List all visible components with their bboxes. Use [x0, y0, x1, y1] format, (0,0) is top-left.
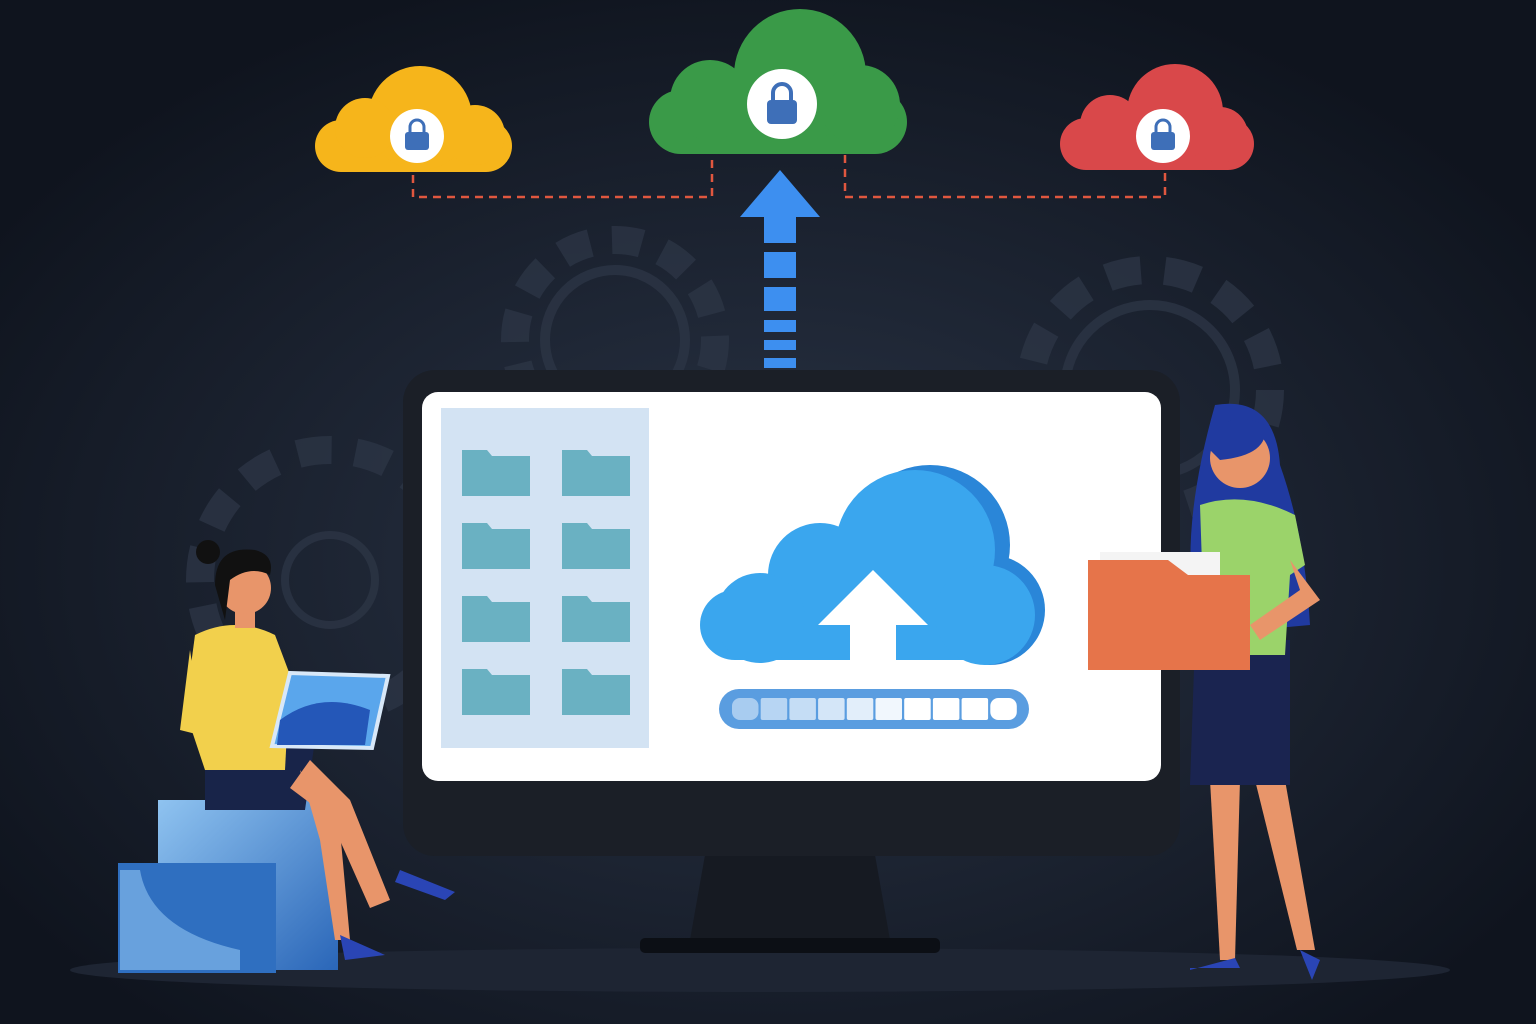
connector-lines — [411, 155, 1167, 199]
cloud-yellow — [315, 66, 512, 172]
progress-segment — [732, 698, 759, 720]
progress-segment — [818, 698, 845, 720]
progress-segment — [846, 698, 874, 720]
cloud-red — [1060, 64, 1254, 170]
folder-icon — [1088, 560, 1250, 670]
progress-segment — [760, 698, 788, 720]
upload-arrow-icon — [818, 570, 928, 662]
folder-icon — [462, 596, 530, 642]
upload-arrow-icon — [740, 170, 820, 368]
person-with-folder — [1088, 403, 1320, 980]
folder-grid — [462, 450, 630, 715]
progress-segment — [932, 698, 960, 720]
cloud-green — [649, 9, 907, 154]
progress-segment — [875, 698, 902, 720]
folder-icon — [562, 450, 630, 496]
folder-icon — [462, 523, 530, 569]
floor — [70, 948, 1450, 992]
lock-icon — [405, 118, 429, 150]
folder-icon — [562, 523, 630, 569]
folder-icon — [562, 596, 630, 642]
lock-icon — [1151, 118, 1175, 150]
person-with-laptop — [118, 540, 455, 973]
folder-icon — [562, 669, 630, 715]
lock-icon — [767, 82, 797, 124]
upload-cloud-icon — [700, 465, 1045, 665]
progress-segment — [904, 698, 931, 720]
folder-icon — [462, 669, 530, 715]
folder-icon — [462, 450, 530, 496]
upload-progress-bar — [719, 689, 1029, 729]
progress-segment — [961, 698, 989, 720]
progress-segment — [990, 698, 1017, 720]
progress-segment — [789, 698, 816, 720]
